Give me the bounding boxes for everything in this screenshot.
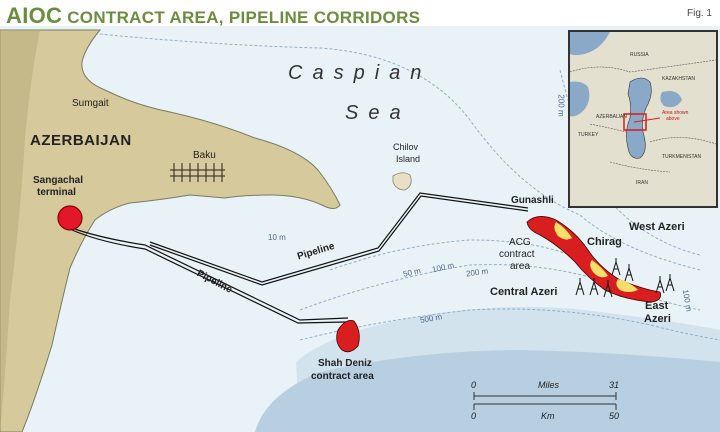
inset-label-turkmenistan: TURKMENISTAN: [662, 154, 702, 160]
label-east-azeri-line1: East: [645, 300, 669, 312]
label-shah-deniz-line1: Shah Deniz: [318, 358, 372, 369]
inset-label-iran: IRAN: [636, 180, 648, 186]
scale-km-start: 0: [471, 411, 477, 421]
label-acg-line1: ACG: [509, 237, 531, 248]
baku-city-grid: [170, 163, 225, 182]
inset-locator-map: RUSSIA KAZAKHSTAN TURKEY AZERBAIJAN IRAN…: [568, 30, 718, 208]
sangachal-terminal-marker: [57, 205, 83, 231]
label-west-azeri: West Azeri: [629, 221, 685, 233]
label-central-azeri: Central Azeri: [490, 286, 558, 298]
azerbaijan-landmass: [0, 29, 341, 432]
chilov-island-shape: [392, 172, 412, 191]
label-baku: Baku: [193, 150, 216, 161]
label-island-line1: Chilov: [393, 142, 419, 152]
inset-label-area-line2: above: [666, 116, 680, 122]
label-terminal-line1: Sangachal: [33, 175, 84, 186]
acg-yellow-zone-1: [554, 222, 572, 240]
scale-km-end: 50: [609, 411, 620, 421]
label-gunashli: Gunashli: [511, 195, 554, 206]
depth-label-10m: 10 m: [268, 233, 286, 242]
sea-name-line2: Sea: [345, 102, 411, 124]
acg-yellow-zone-3: [616, 279, 638, 292]
platform-icons: [575, 258, 675, 298]
title-rest: CONTRACT AREA, PIPELINE CORRIDORS: [67, 8, 421, 27]
scale-miles-end: 31: [609, 380, 620, 390]
figure-title: AIOC CONTRACT AREA, PIPELINE CORRIDORS: [6, 3, 420, 29]
inset-label-kazakhstan: KAZAKHSTAN: [662, 76, 695, 82]
label-east-azeri-line2: Azeri: [644, 313, 671, 325]
sea-name-line1: Caspian: [288, 62, 432, 84]
acg-contract-area: [526, 216, 662, 303]
shah-deniz-field: [336, 320, 360, 353]
inset-label-azerbaijan: AZERBAIJAN: [596, 114, 627, 120]
inset-canvas: [570, 32, 716, 206]
label-shah-deniz-line2: contract area: [311, 371, 374, 382]
pipeline-routes: [71, 192, 529, 324]
title-lead: AIOC: [6, 3, 63, 28]
scale-miles-start: 0: [471, 380, 477, 390]
scale-miles-label: Miles: [538, 380, 560, 390]
label-terminal-line2: terminal: [37, 187, 76, 198]
depth-label-200m-b: 200 m: [556, 94, 566, 117]
inset-label-area-line1: Area shown: [662, 110, 689, 116]
inset-label-russia: RUSSIA: [630, 52, 649, 58]
label-island-line2: Island: [396, 154, 421, 164]
land-relief-shading: [0, 30, 40, 432]
label-country: AZERBAIJAN: [30, 132, 132, 149]
inset-label-turkey: TURKEY: [578, 132, 599, 138]
scale-km-label: Km: [541, 411, 555, 421]
acg-yellow-zone-2: [590, 260, 608, 278]
label-acg-line2: contract: [499, 249, 535, 260]
label-chirag: Chirag: [587, 236, 622, 248]
label-acg-line3: area: [510, 261, 531, 272]
label-sumgait: Sumgait: [72, 98, 109, 109]
sea-deep: [255, 350, 720, 432]
figure-label: Fig. 1: [686, 8, 712, 19]
scale-bar: [473, 392, 617, 410]
